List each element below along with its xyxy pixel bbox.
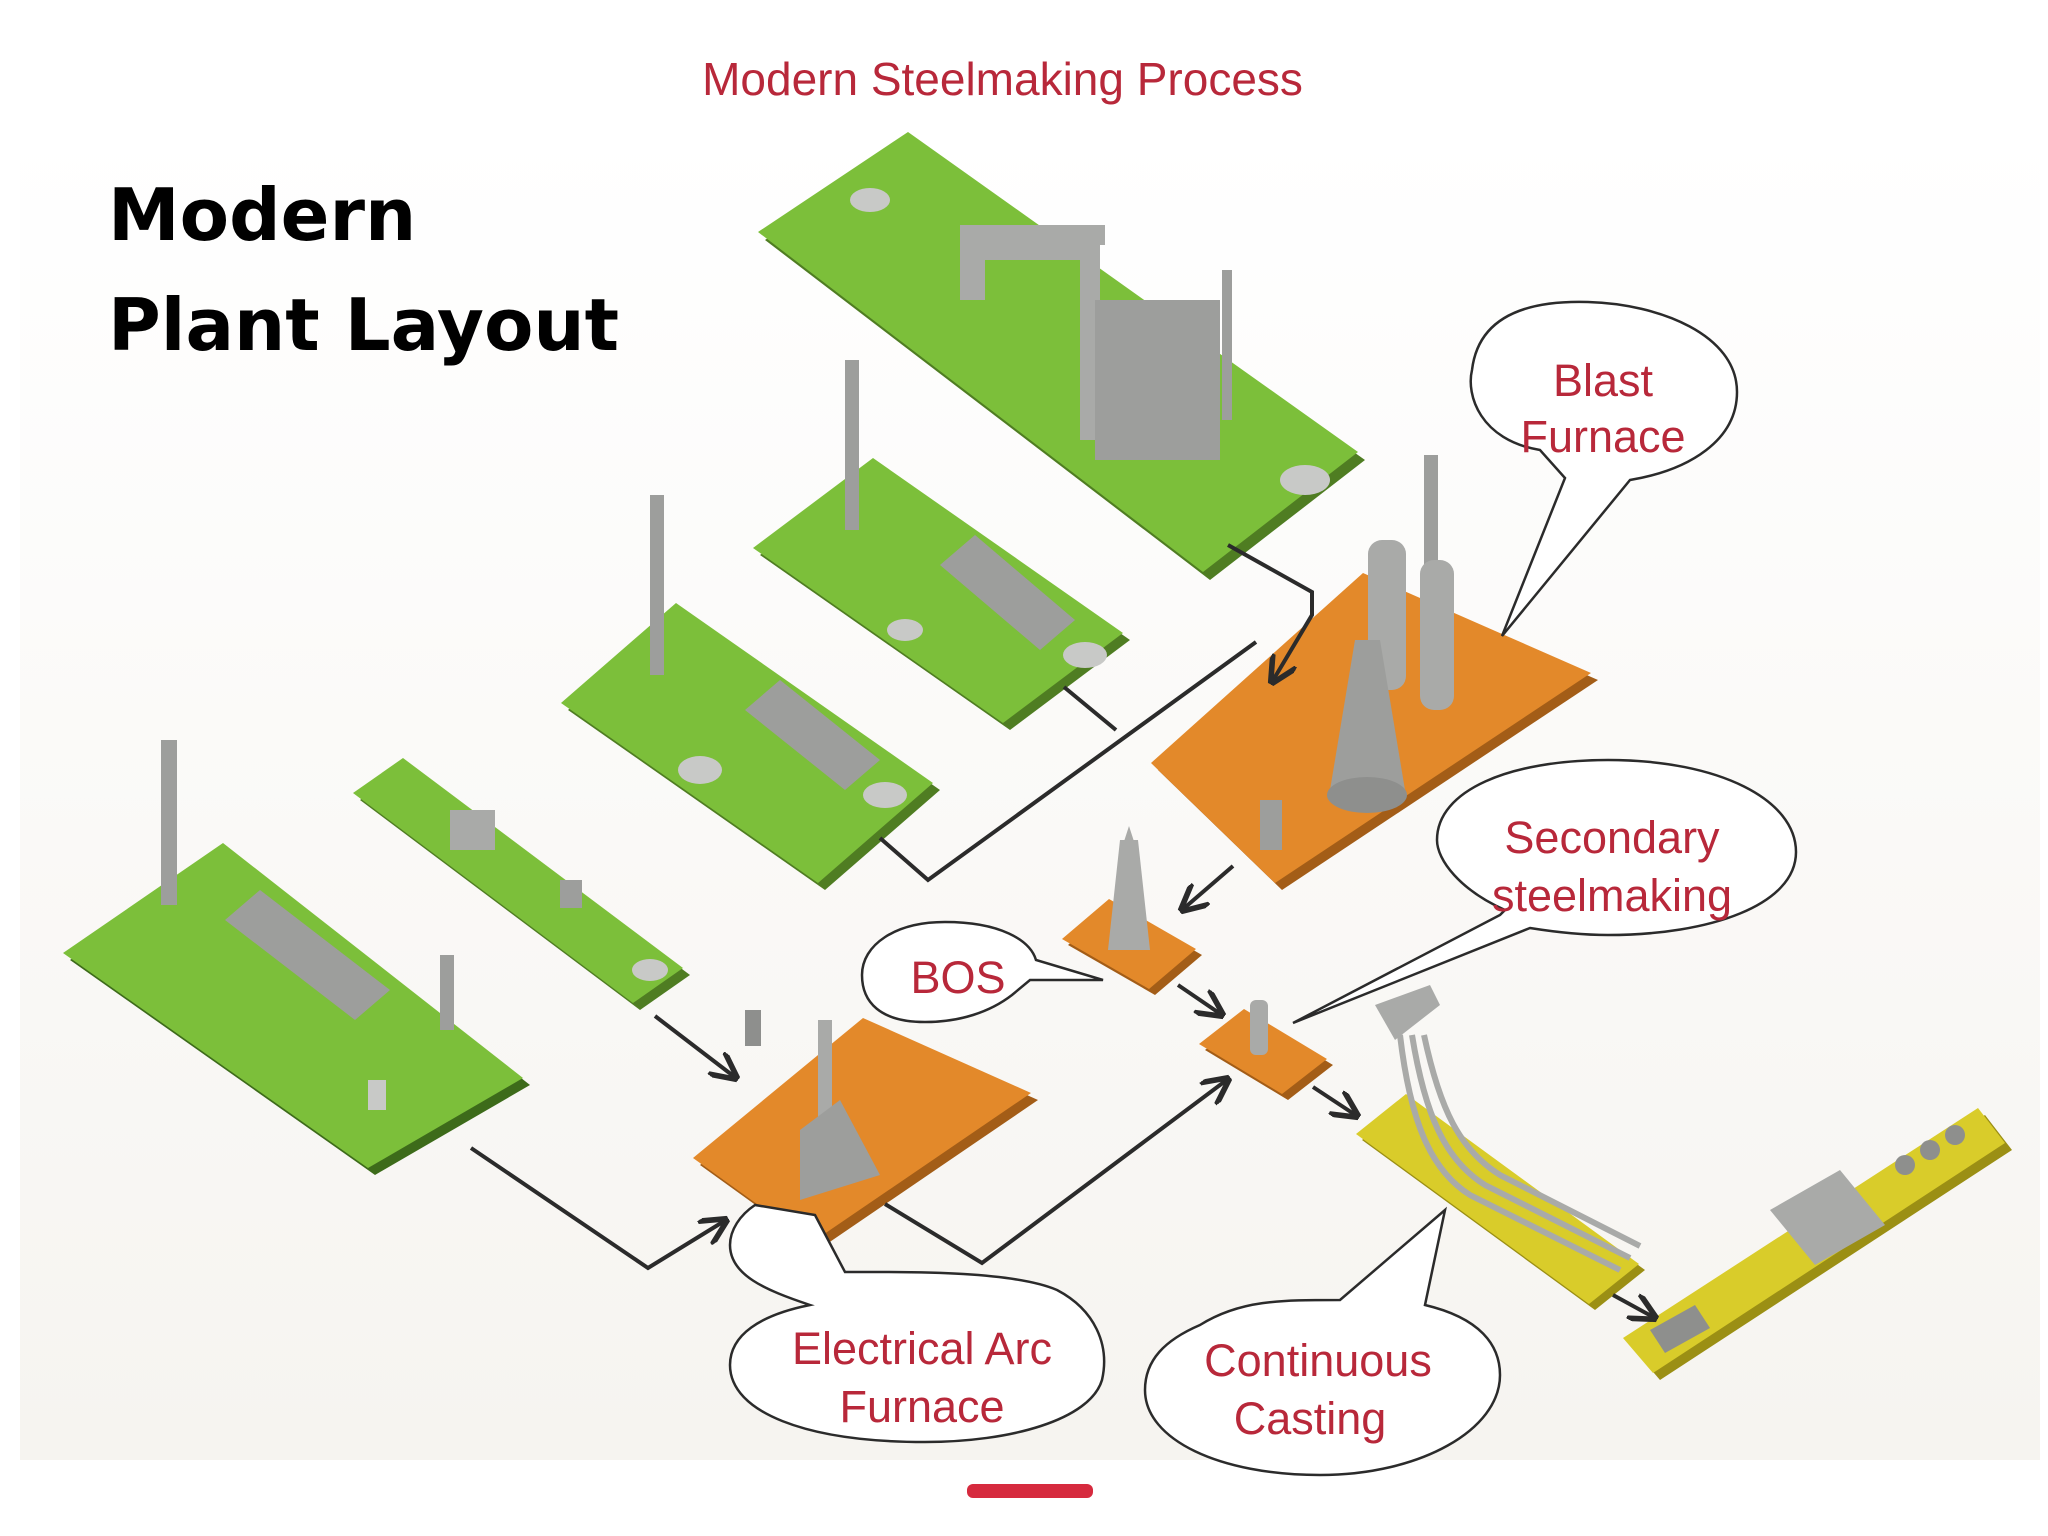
flow-eaf-to-secondary <box>883 1079 1228 1266</box>
electrode-mast <box>818 1020 832 1120</box>
callout-secondary-steelmaking: Secondary steelmaking <box>1292 758 1798 1025</box>
sinter-plant-platform <box>758 132 1365 580</box>
sinter-strand <box>1095 300 1220 460</box>
pellet-plant-platform <box>353 758 690 1010</box>
arc-furnace <box>800 1100 880 1200</box>
strand-3 <box>1421 1034 1642 1249</box>
flow-sinter-to-eaf <box>469 1146 726 1271</box>
flow-coke-rear <box>1062 685 1118 732</box>
callout-bubble <box>1143 1206 1502 1477</box>
tundish <box>1375 985 1440 1040</box>
coke-oven-battery <box>745 680 880 790</box>
bottom-marker <box>967 1484 1093 1498</box>
callout-continuous-casting: Continuous Casting <box>1143 1206 1502 1477</box>
stockpile <box>1280 465 1330 495</box>
cyclone <box>440 955 454 1030</box>
stockpile <box>887 619 923 641</box>
sinter-plant-platform-front <box>63 740 530 1175</box>
scrap-bucket <box>745 1010 761 1046</box>
callout-label: BOS <box>910 952 1005 1003</box>
strand-1 <box>1397 1034 1622 1273</box>
equipment <box>560 880 582 908</box>
stockpile <box>863 782 907 808</box>
bos-platform <box>1062 826 1202 995</box>
stockpile <box>850 188 890 212</box>
callout-label-line1: Secondary <box>1504 812 1720 863</box>
continuous-casting-platform <box>1356 985 1645 1310</box>
callout-bubble <box>728 1203 1106 1444</box>
flow-sinter-to-blast-furnace <box>1227 543 1314 682</box>
stockpile <box>632 959 668 981</box>
stack <box>650 495 664 675</box>
rolling-mill-platform <box>1623 1108 2012 1380</box>
callout-label-line2: Casting <box>1234 1393 1387 1444</box>
coil <box>1920 1140 1940 1160</box>
blast-furnace-shell <box>1330 640 1405 790</box>
callout-label-line1: Continuous <box>1204 1335 1432 1386</box>
coke-oven-platform-front <box>561 495 940 890</box>
flow-lines <box>469 543 1655 1318</box>
callout-label-line2: steelmaking <box>1492 870 1732 921</box>
callout-blast-furnace: Blast Furnace <box>1469 300 1739 637</box>
callout-electric-arc-furnace: Electrical Arc Furnace <box>728 1203 1106 1444</box>
stack <box>1424 455 1438 565</box>
slab <box>1650 1305 1710 1353</box>
figure-title: Modern Steelmaking Process <box>702 53 1303 105</box>
coke-oven-platform-rear <box>753 360 1130 730</box>
reheating-furnace <box>1770 1170 1885 1265</box>
callout-bubble <box>1292 758 1798 1025</box>
hot-stove <box>1420 560 1454 710</box>
eaf-platform <box>693 1010 1038 1250</box>
slide-title-line1: Modern <box>108 173 417 257</box>
stockpile <box>1063 642 1107 668</box>
callout-bubble <box>1469 300 1739 637</box>
coil <box>1945 1125 1965 1145</box>
callout-label-line1: Blast <box>1553 355 1654 406</box>
secondary-steelmaking-platform <box>1199 1000 1333 1100</box>
callout-bos: BOS <box>860 920 1104 1024</box>
silo <box>368 1080 386 1110</box>
stack <box>1222 270 1232 420</box>
flow-secondary-to-casting <box>1311 1085 1357 1116</box>
callout-label-line1: Electrical Arc <box>792 1323 1052 1374</box>
ladle-furnace <box>1250 1000 1268 1055</box>
bos-converter <box>1108 840 1150 950</box>
coil <box>1895 1155 1915 1175</box>
converter-hood <box>1118 826 1140 860</box>
flow-coke-front-to-blast-furnace <box>878 640 1258 883</box>
equipment <box>1260 800 1282 850</box>
strand-2 <box>1409 1034 1632 1261</box>
slide-title: Modern Plant Layout <box>108 160 619 380</box>
flow-blast-furnace-to-bos <box>1182 864 1235 910</box>
coke-oven-battery <box>940 535 1075 650</box>
callout-label-line2: Furnace <box>1520 411 1685 462</box>
sinter-strand <box>225 890 390 1020</box>
cast-house <box>1327 777 1407 813</box>
flow-bos-to-secondary <box>1176 983 1222 1015</box>
stack <box>161 740 177 905</box>
stockpile <box>678 756 722 784</box>
flow-pellet-to-eaf <box>653 1014 736 1078</box>
slide-title-line2: Plant Layout <box>108 283 620 367</box>
callout-label-line2: Furnace <box>839 1381 1004 1432</box>
conveyor-gantry <box>960 225 1105 440</box>
blast-furnace-platform <box>1151 455 1598 890</box>
flow-casting-to-rolling <box>1612 1293 1655 1318</box>
stack <box>845 360 859 530</box>
callout-bubble <box>860 920 1104 1024</box>
pellet-building <box>450 810 495 850</box>
